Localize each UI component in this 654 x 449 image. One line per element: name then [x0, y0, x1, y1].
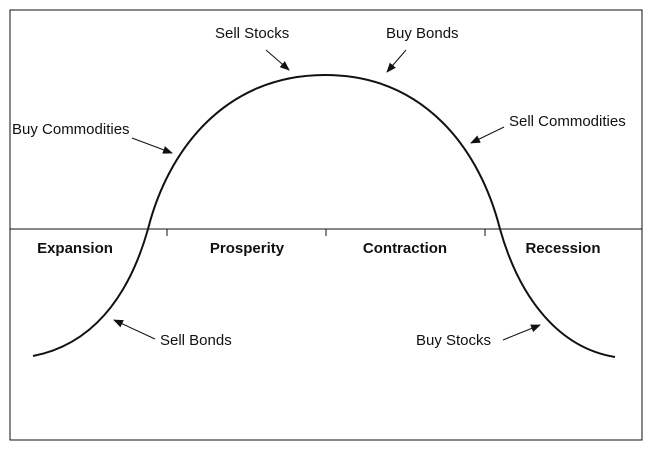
- phase-label-contraction: Contraction: [363, 240, 447, 257]
- annotation-sell-commodities: Sell Commodities: [509, 113, 626, 130]
- annotation-buy-commodities: Buy Commodities: [12, 121, 130, 138]
- annotation-sell-stocks: Sell Stocks: [215, 25, 289, 42]
- arrow-buy-commodities: [131, 137, 173, 154]
- phase-label-prosperity: Prosperity: [210, 240, 285, 257]
- annotation-sell-bonds: Sell Bonds: [160, 332, 232, 349]
- phase-label-expansion: Expansion: [37, 240, 113, 257]
- phase-label-recession: Recession: [525, 240, 600, 257]
- arrow-sell-commodities: [470, 126, 505, 144]
- arrow-buy-bonds: [386, 49, 407, 73]
- annotation-buy-bonds: Buy Bonds: [386, 25, 459, 42]
- diagram-frame: [9, 9, 643, 441]
- arrow-buy-stocks: [502, 324, 541, 341]
- arrow-sell-stocks: [265, 49, 290, 71]
- business-cycle-curve: [32, 73, 616, 358]
- arrow-sell-bonds: [113, 319, 156, 340]
- annotation-buy-stocks: Buy Stocks: [416, 332, 491, 349]
